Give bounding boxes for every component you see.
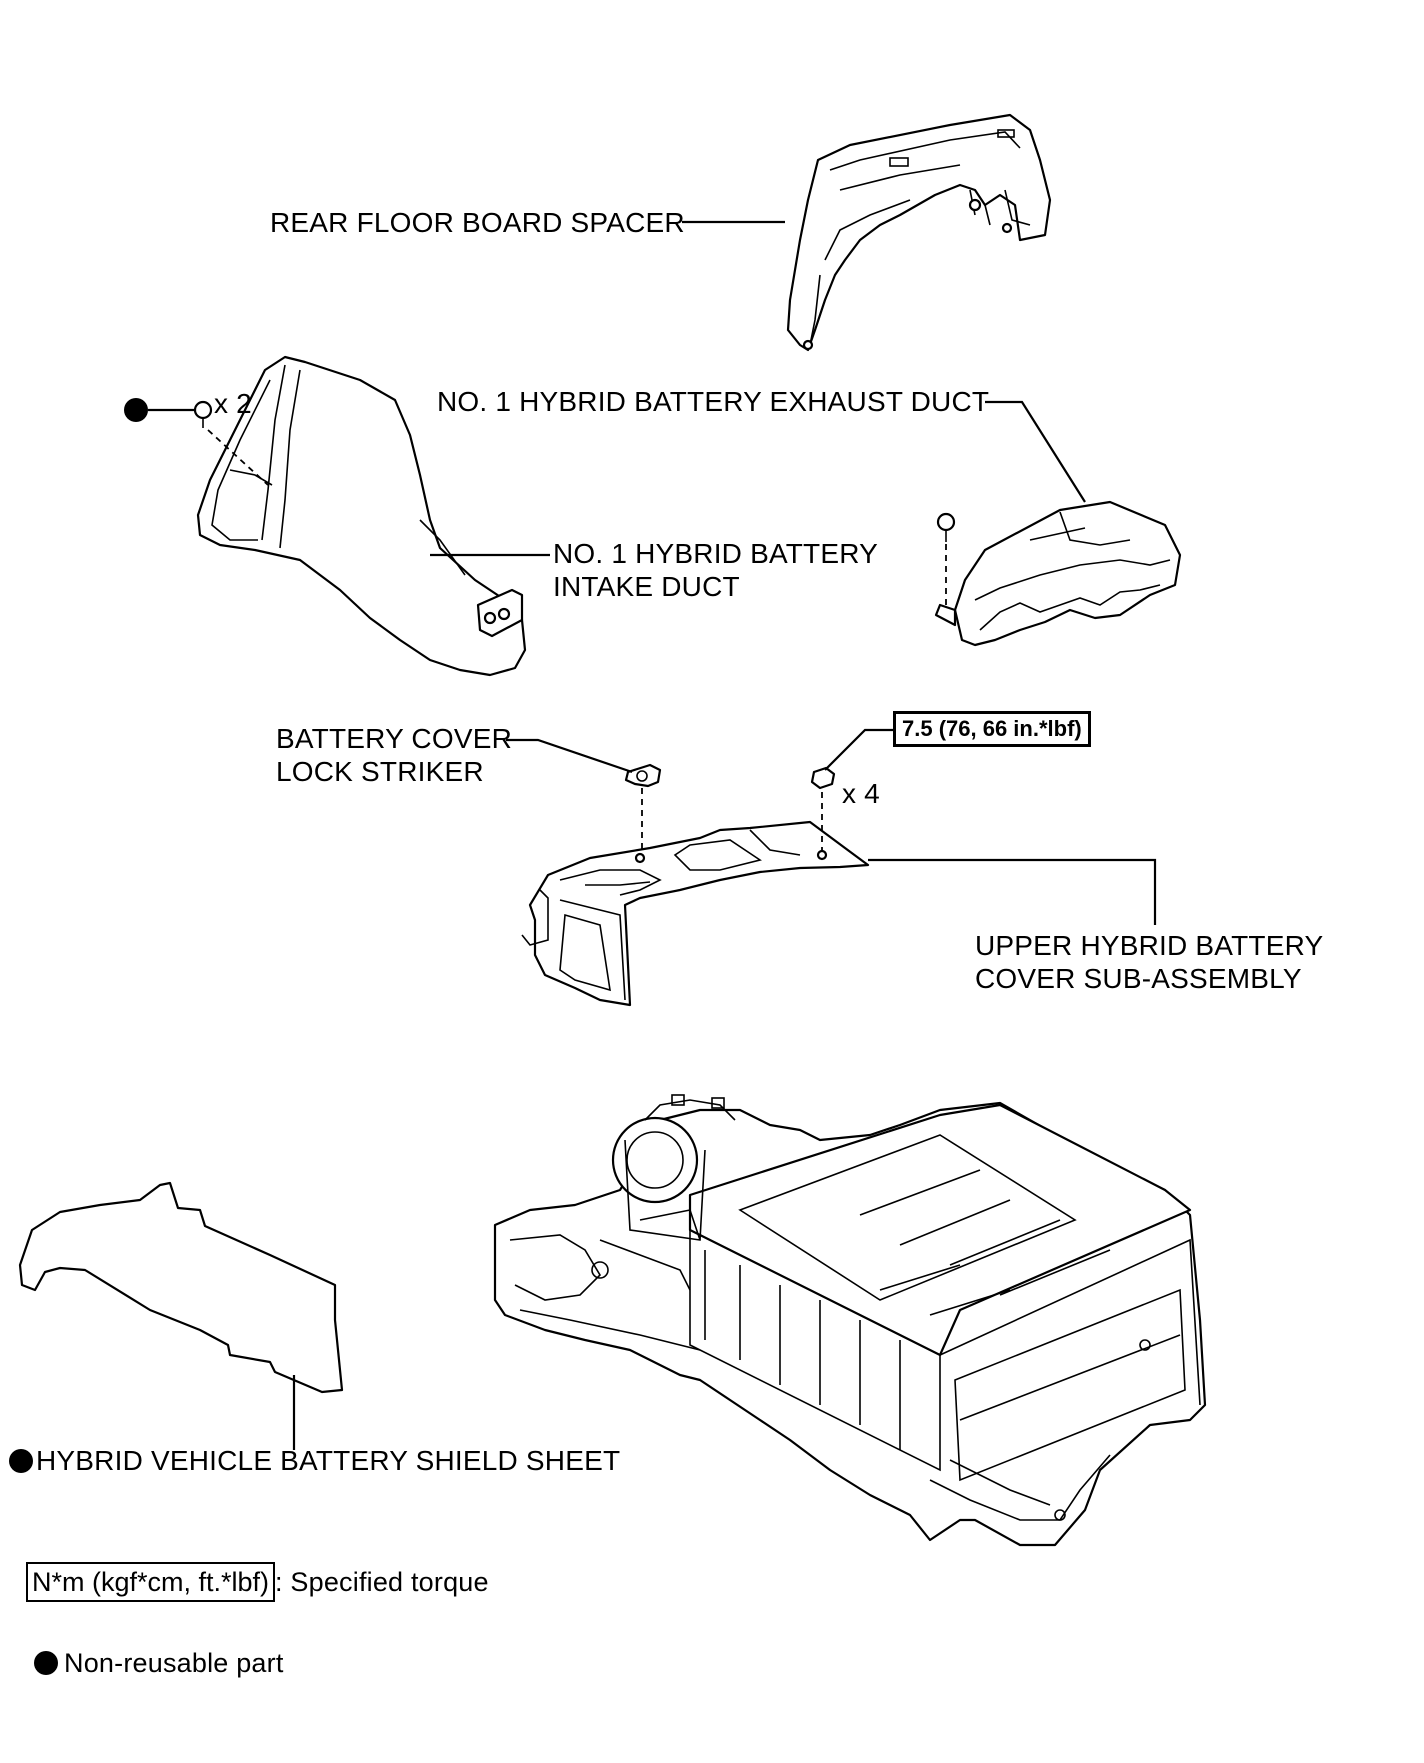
upper-battery-cover-drawing (521, 820, 870, 1007)
rear-floor-board-spacer-drawing (786, 113, 1052, 352)
torque-spec-box: 7.5 (76, 66 in.*lbf) (893, 711, 1091, 747)
lock-striker-label-line2: LOCK STRIKER (276, 756, 484, 787)
torque-spec-leader (824, 728, 895, 771)
intake-clip-dashed-line (207, 429, 269, 486)
intake-clip-fastener (193, 400, 213, 428)
upper-cover-leader (868, 858, 1157, 925)
shield-sheet-drawing (18, 1181, 344, 1394)
legend-torque-unit-box: N*m (kgf*cm, ft.*lbf) (26, 1562, 276, 1602)
exhaust-duct-leader (985, 400, 1086, 503)
legend-non-reusable-text: Non-reusable part (64, 1648, 284, 1678)
intake-clip-quantity: x 2 (214, 388, 252, 419)
upper-cover-label-line1: UPPER HYBRID BATTERY (975, 930, 1324, 961)
non-reusable-shield-icon (9, 1449, 33, 1473)
exhaust-duct-drawing (934, 500, 1182, 647)
hybrid-battery-assembly-drawing (493, 1094, 1207, 1547)
lock-striker-part (624, 763, 662, 788)
cover-nut-part (810, 766, 836, 790)
legend-non-reusable-icon (34, 1651, 58, 1675)
exhaust-duct-label: NO. 1 HYBRID BATTERY EXHAUST DUCT (437, 386, 990, 417)
cover-nut-quantity: x 4 (842, 778, 880, 809)
rear-floor-board-spacer-label: REAR FLOOR BOARD SPACER (270, 207, 685, 238)
shield-sheet-label: HYBRID VEHICLE BATTERY SHIELD SHEET (36, 1445, 621, 1476)
intake-duct-label-line2: INTAKE DUCT (553, 571, 740, 602)
lock-striker-label-line1: BATTERY COVER (276, 723, 512, 754)
lock-striker-leader (506, 738, 633, 774)
upper-cover-label-line2: COVER SUB-ASSEMBLY (975, 963, 1302, 994)
non-reusable-clip-icon (124, 398, 148, 422)
intake-duct-label-line1: NO. 1 HYBRID BATTERY (553, 538, 879, 569)
legend-torque-text: : Specified torque (275, 1567, 489, 1597)
intake-duct-drawing (196, 355, 527, 677)
